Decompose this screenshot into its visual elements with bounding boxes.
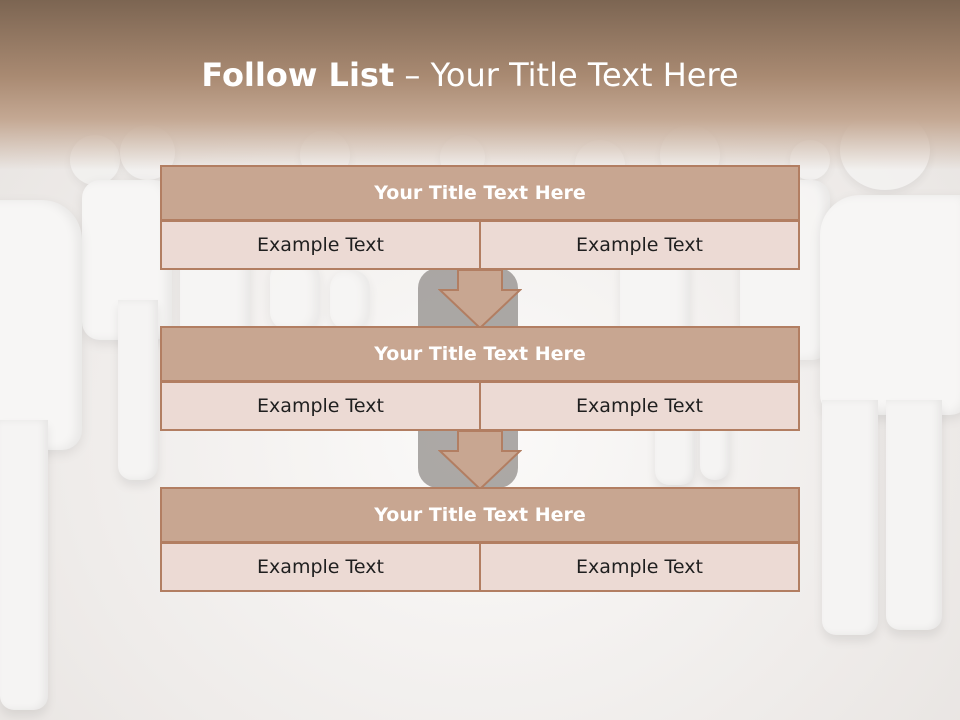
block-cell-left: Example Text bbox=[160, 542, 481, 592]
block-cell-left: Example Text bbox=[160, 381, 481, 431]
list-block-1: Your Title Text Here Example Text Exampl… bbox=[160, 165, 800, 270]
list-block-2: Your Title Text Here Example Text Exampl… bbox=[160, 326, 800, 431]
title-bold: Follow List bbox=[201, 56, 395, 94]
block-cell-right: Example Text bbox=[479, 381, 800, 431]
title-rest: – Your Title Text Here bbox=[394, 56, 739, 94]
header-band bbox=[0, 0, 960, 170]
down-arrow-icon bbox=[438, 431, 522, 491]
block-title: Your Title Text Here bbox=[160, 165, 800, 221]
down-arrow-icon bbox=[438, 270, 522, 330]
block-row: Example Text Example Text bbox=[160, 381, 800, 431]
block-row: Example Text Example Text bbox=[160, 542, 800, 592]
block-row: Example Text Example Text bbox=[160, 220, 800, 270]
block-title: Your Title Text Here bbox=[160, 487, 800, 543]
block-cell-right: Example Text bbox=[479, 220, 800, 270]
page-title: Follow List – Your Title Text Here bbox=[0, 56, 940, 94]
block-cell-left: Example Text bbox=[160, 220, 481, 270]
list-block-3: Your Title Text Here Example Text Exampl… bbox=[160, 487, 800, 592]
block-title: Your Title Text Here bbox=[160, 326, 800, 382]
block-cell-right: Example Text bbox=[479, 542, 800, 592]
